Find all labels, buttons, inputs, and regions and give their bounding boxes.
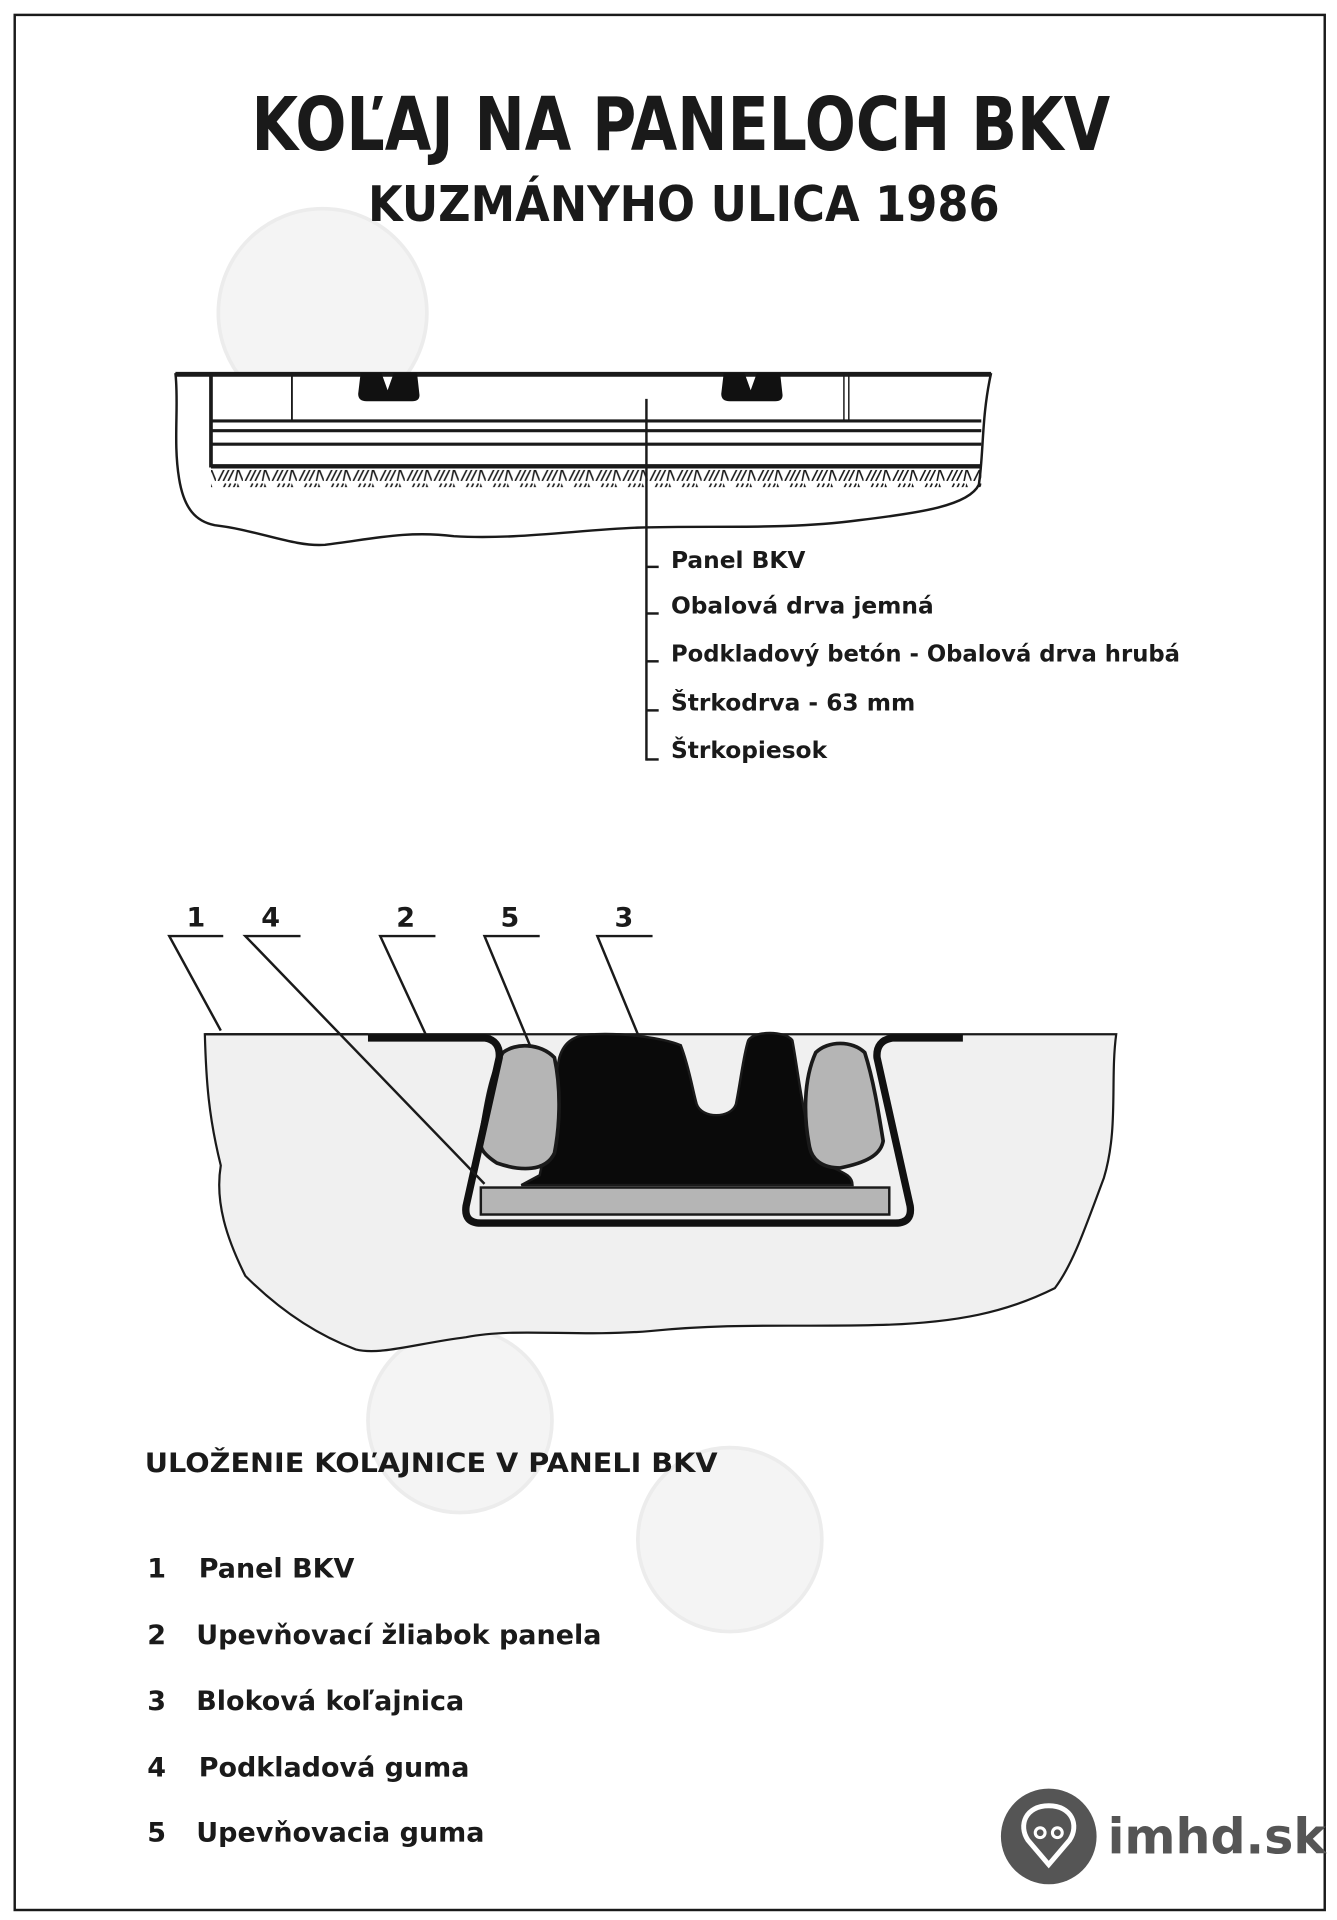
subgrade-outline: [174, 372, 993, 547]
legend: ULOŽENIE KOĽAJNICE V PANELI BKV 1 Panel …: [145, 1447, 718, 1848]
page-border: [13, 13, 1326, 1912]
rail-detail: 1 4 2 5 3: [167, 902, 1118, 1353]
imhd-logo: imhd.sk: [1000, 1788, 1328, 1885]
callout-number: 4: [261, 902, 280, 933]
legend-number: 5: [147, 1817, 166, 1848]
callout-number: 3: [615, 902, 634, 933]
legend-label: Podkladová guma: [199, 1752, 470, 1783]
rail-groove-left: [358, 373, 420, 402]
legend-heading: ULOŽENIE KOĽAJNICE V PANELI BKV: [145, 1447, 718, 1479]
page-subtitle: KUZMÁNYHO ULICA 1986: [368, 174, 1000, 233]
page-title: KOĽAJ NA PANELOCH BKV: [251, 83, 1110, 168]
rail-groove-right: [721, 373, 783, 402]
callout-number: 5: [500, 902, 519, 933]
bus-pin-icon: [1000, 1788, 1097, 1885]
fixing-channel: [367, 1034, 963, 1227]
layer-label: Štrkodrva - 63 mm: [671, 688, 915, 716]
layer-label: Panel BKV: [671, 547, 806, 574]
watermark-icon: [366, 1326, 554, 1515]
layer-label: Podkladový betón - Obalová drva hrubá: [671, 640, 1180, 667]
soil-hatching: [210, 469, 982, 488]
logo-text: imhd.sk: [1108, 1808, 1328, 1866]
fixing-rubber-right: [803, 1041, 886, 1170]
legend-label: Bloková koľajnica: [196, 1686, 464, 1717]
callout-number: 2: [396, 902, 415, 933]
track-cross-section: Panel BKV Obalová drva jemná Podkladový …: [174, 371, 1180, 764]
legend-label: Panel BKV: [199, 1554, 355, 1585]
legend-number: 1: [147, 1554, 166, 1585]
callout-number: 1: [186, 902, 205, 933]
watermark-icon: [635, 1445, 824, 1634]
layer-label: Obalová drva jemná: [671, 592, 934, 619]
legend-number: 4: [147, 1752, 166, 1783]
base-rubber-pad: [479, 1186, 891, 1216]
layer-label: Štrkopiesok: [671, 736, 828, 764]
callout-leaders: [167, 934, 653, 1185]
legend-label: Upevňovacia guma: [196, 1817, 484, 1848]
legend-number: 3: [147, 1686, 166, 1717]
legend-number: 2: [147, 1620, 166, 1651]
legend-label: Upevňovací žliabok panela: [196, 1620, 601, 1651]
